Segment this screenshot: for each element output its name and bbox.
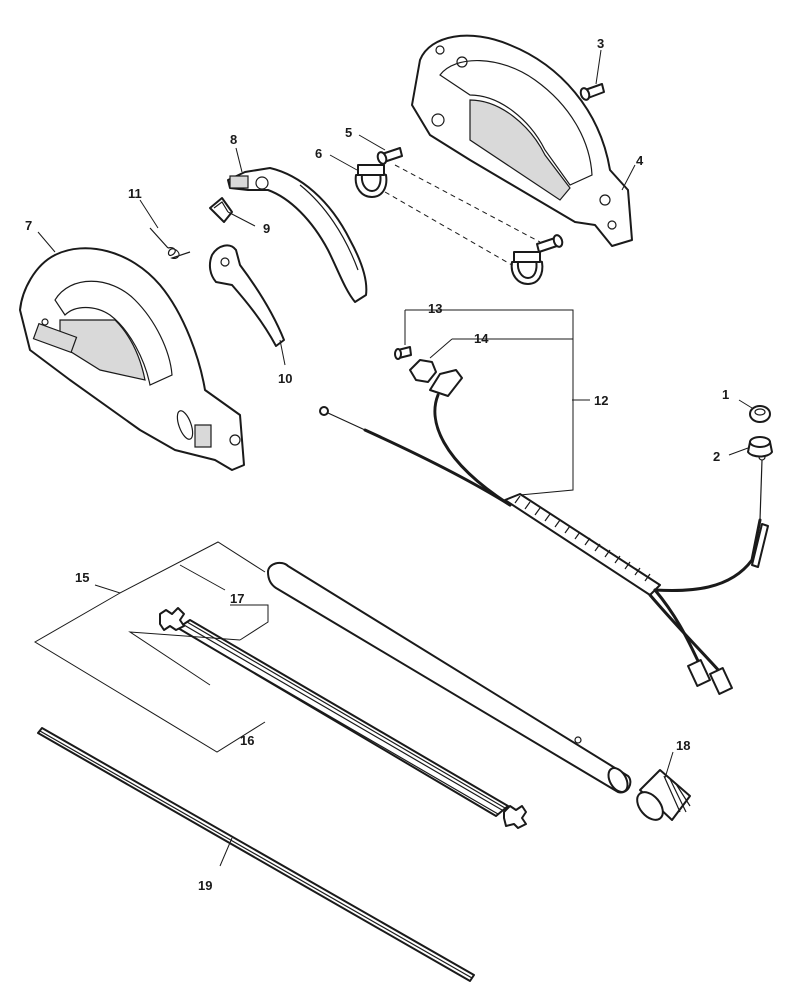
callout-17: 17 [230, 591, 244, 606]
throttle-lockout-lever [227, 167, 368, 303]
callout-19: 19 [198, 878, 212, 893]
callout-15: 15 [75, 570, 89, 585]
pipe-clamp [354, 164, 544, 285]
assembly-line [394, 164, 541, 243]
callout-8: 8 [230, 132, 237, 147]
callout-1: 1 [722, 387, 729, 402]
callout-11: 11 [128, 186, 142, 201]
callout-12: 12 [594, 393, 608, 408]
callout-14: 14 [474, 331, 489, 346]
throttle-cable-harness [319, 369, 769, 695]
callout-labels: 1 2 3 4 5 6 7 8 9 10 11 12 13 14 15 16 1… [25, 36, 729, 893]
callout-4: 4 [636, 153, 644, 168]
callout-18: 18 [676, 738, 690, 753]
callout-13: 13 [428, 301, 442, 316]
outer-tube [267, 561, 632, 794]
callout-6: 6 [315, 146, 322, 161]
callout-7: 7 [25, 218, 32, 233]
torsion-spring [149, 227, 191, 259]
clamp-screw [376, 147, 564, 253]
nut-2 [747, 436, 773, 458]
callout-5: 5 [345, 125, 352, 140]
callout-10: 10 [278, 371, 292, 386]
coupling-sleeve [636, 769, 691, 821]
callout-16: 16 [240, 733, 254, 748]
liner-shaft [159, 607, 527, 829]
wire-connector [409, 359, 437, 383]
assembly-line [384, 191, 513, 266]
leader-lines [34, 49, 753, 867]
callout-3: 3 [597, 36, 604, 51]
handle-housing-right [411, 34, 633, 247]
nut-1 [749, 405, 771, 423]
callout-9: 9 [263, 221, 270, 236]
screw-top [579, 83, 605, 101]
callout-2: 2 [713, 449, 720, 464]
handle-housing-left [19, 247, 245, 471]
throttle-trigger [208, 244, 285, 347]
spring-clip [209, 197, 233, 223]
ground-screw [394, 346, 412, 360]
drive-shaft [37, 727, 475, 982]
